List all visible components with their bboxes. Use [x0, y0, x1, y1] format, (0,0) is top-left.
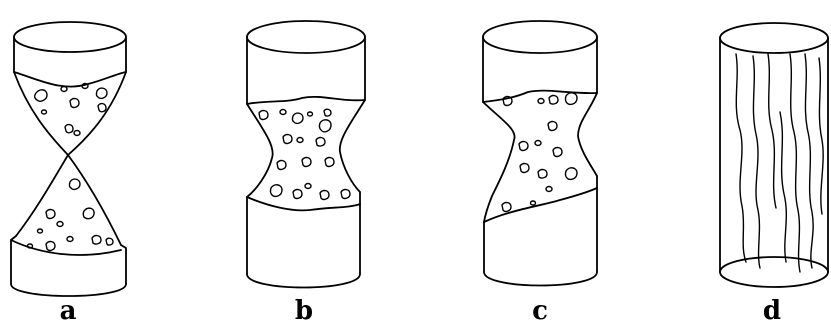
specimen-a: [11, 22, 126, 296]
specimen-d: [720, 23, 828, 287]
label-c: c: [520, 296, 560, 326]
label-b: b: [284, 296, 324, 326]
specimen-b: [247, 21, 365, 288]
inclusions-a: [28, 84, 114, 251]
label-d: d: [752, 296, 792, 326]
inclusions-c: [502, 93, 577, 212]
label-a: a: [48, 296, 88, 326]
vertical-cracks-d: [736, 54, 823, 272]
specimen-c: [483, 21, 597, 286]
